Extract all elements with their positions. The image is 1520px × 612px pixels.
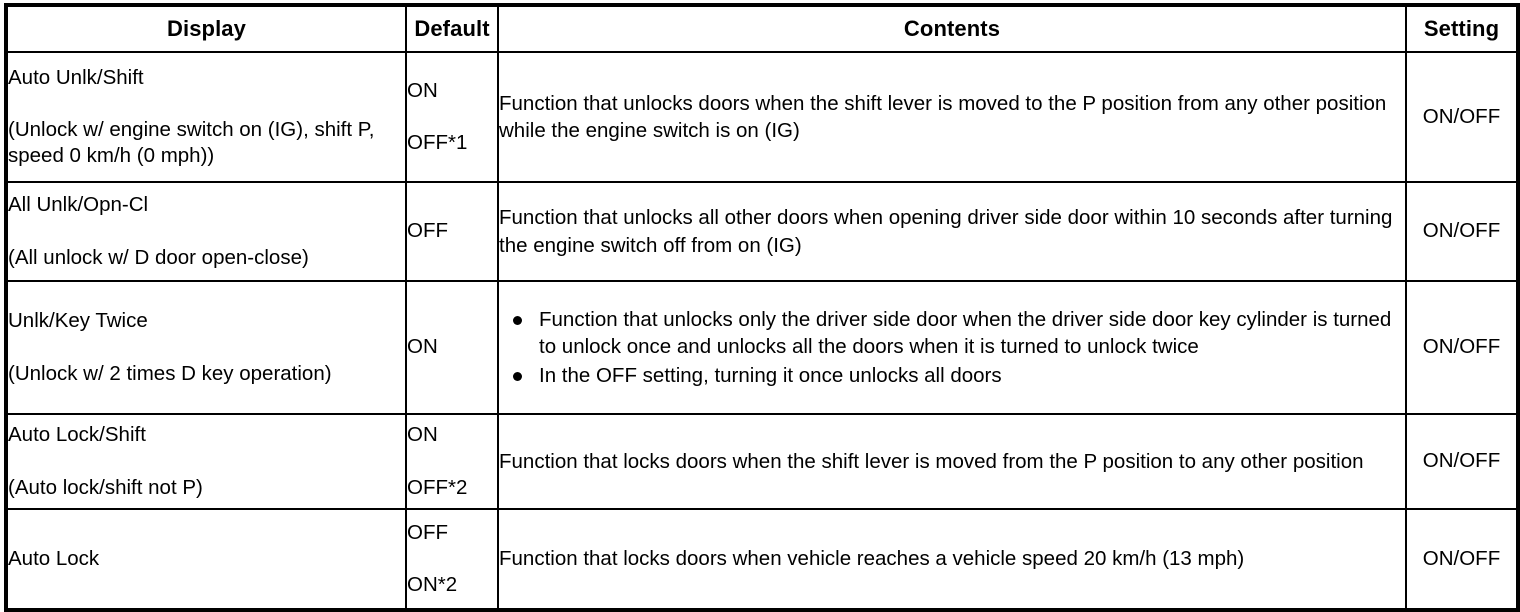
display-sublabel: (Auto lock/shift not P)	[8, 475, 203, 499]
column-header-default: Default	[405, 4, 499, 53]
cell-contents: Function that unlocks only the driver si…	[497, 280, 1407, 415]
display-label: Auto Lock/Shift	[8, 423, 146, 447]
cell-setting: ON/OFF	[1405, 51, 1519, 183]
cell-default: OFF ON*2	[405, 508, 499, 611]
cell-default: ON	[405, 280, 499, 415]
cell-contents: Function that unlocks all other doors wh…	[497, 181, 1407, 282]
default-value: OFF*1	[407, 131, 468, 154]
cell-setting: ON/OFF	[1405, 413, 1519, 510]
table-row: Auto Unlk/Shift (Unlock w/ engine switch…	[5, 51, 1519, 183]
column-header-contents: Contents	[497, 4, 1407, 53]
door-lock-settings-table: Display Default Contents Setting Auto Un…	[4, 3, 1520, 612]
list-item: Function that unlocks only the driver si…	[499, 306, 1405, 361]
cell-contents: Function that unlocks doors when the shi…	[497, 51, 1407, 183]
contents-paragraph: Function that unlocks all other doors wh…	[499, 206, 1393, 257]
cell-display: Auto Unlk/Shift (Unlock w/ engine switch…	[5, 51, 407, 183]
display-sublabel: (Unlock w/ 2 times D key operation)	[8, 361, 332, 385]
header-row: Display Default Contents Setting	[5, 4, 1519, 53]
contents-bullet-list: Function that unlocks only the driver si…	[499, 306, 1405, 390]
column-header-display: Display	[5, 4, 407, 53]
cell-contents: Function that locks doors when vehicle r…	[497, 508, 1407, 611]
default-value: OFF	[407, 520, 448, 544]
cell-display: Unlk/Key Twice (Unlock w/ 2 times D key …	[5, 280, 407, 415]
bullet-icon	[513, 372, 522, 382]
display-sublabel: (Unlock w/ engine switch on (IG), shift …	[8, 117, 375, 168]
table-body: Auto Unlk/Shift (Unlock w/ engine switch…	[5, 51, 1519, 611]
cell-display: Auto Lock	[5, 508, 407, 611]
display-sublabel: (All unlock w/ D door open-close)	[8, 245, 309, 269]
table-row: Auto Lock/Shift (Auto lock/shift not P) …	[5, 413, 1519, 510]
table-row: Auto Lock OFF ON*2 Function that locks d…	[5, 508, 1519, 611]
default-value: ON	[407, 423, 438, 447]
default-value: ON*2	[407, 573, 458, 596]
display-label: All Unlk/Opn-Cl	[8, 193, 149, 217]
column-header-setting: Setting	[1405, 4, 1519, 53]
cell-setting: ON/OFF	[1405, 508, 1519, 611]
default-value: ON	[407, 78, 438, 102]
table-row: All Unlk/Opn-Cl (All unlock w/ D door op…	[5, 181, 1519, 282]
default-value: OFF*2	[407, 475, 468, 499]
contents-paragraph: Function that locks doors when the shift…	[499, 449, 1364, 473]
list-item-text: Function that unlocks only the driver si…	[539, 307, 1392, 358]
list-item-text: In the OFF setting, turning it once unlo…	[539, 364, 1002, 388]
cell-contents: Function that locks doors when the shift…	[497, 413, 1407, 510]
table-header: Display Default Contents Setting	[5, 4, 1519, 53]
contents-paragraph: Function that locks doors when vehicle r…	[499, 547, 1245, 571]
cell-setting: ON/OFF	[1405, 181, 1519, 282]
list-item: In the OFF setting, turning it once unlo…	[499, 362, 1405, 389]
bullet-icon	[513, 315, 522, 325]
default-value: ON	[407, 335, 438, 359]
cell-display: Auto Lock/Shift (Auto lock/shift not P)	[5, 413, 407, 510]
cell-default: ON OFF*1	[405, 51, 499, 183]
display-label: Auto Lock	[8, 546, 100, 570]
display-label: Auto Unlk/Shift	[8, 65, 144, 89]
display-label: Unlk/Key Twice	[8, 309, 148, 333]
table-row: Unlk/Key Twice (Unlock w/ 2 times D key …	[5, 280, 1519, 415]
cell-display: All Unlk/Opn-Cl (All unlock w/ D door op…	[5, 181, 407, 282]
cell-setting: ON/OFF	[1405, 280, 1519, 415]
cell-default: ON OFF*2	[405, 413, 499, 510]
contents-paragraph: Function that unlocks doors when the shi…	[499, 91, 1387, 142]
cell-default: OFF	[405, 181, 499, 282]
default-value: OFF	[407, 219, 448, 243]
